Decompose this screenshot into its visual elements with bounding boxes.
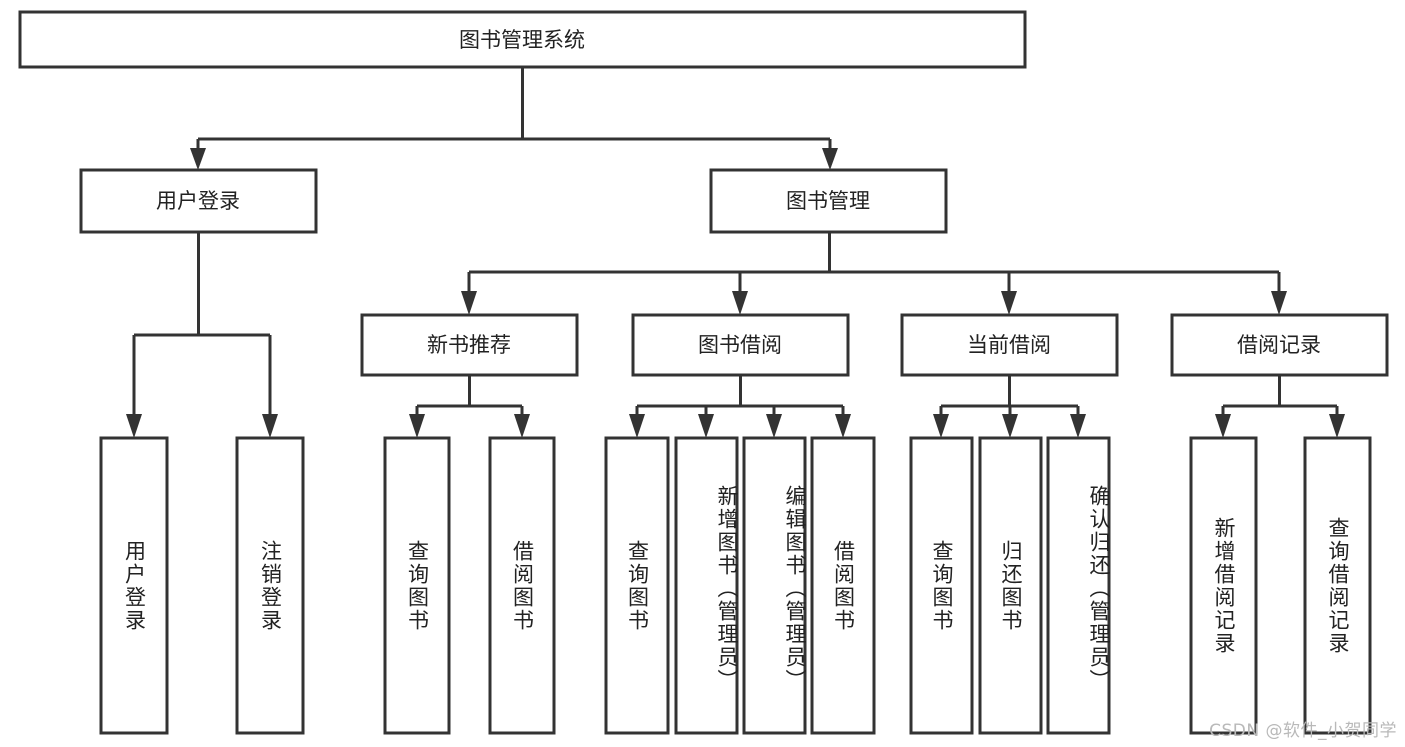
node-leaf-edit-book[interactable] [742, 436, 807, 735]
arrowhead-leaf-query-record [1329, 414, 1345, 438]
arrowhead-user-login [190, 148, 206, 170]
connectors [126, 67, 1345, 438]
node-leaf-query-book-rec[interactable] [383, 436, 451, 735]
node-leaf-logout[interactable] [235, 436, 305, 735]
arrowhead-leaf-add-record [1215, 414, 1231, 438]
node-root-label: 图书管理系统 [459, 28, 585, 52]
arrowhead-book-mgmt [822, 148, 838, 170]
node-book-management-label: 图书管理 [786, 189, 870, 213]
arrowhead-leaf-add-book [698, 414, 714, 438]
arrowhead-leaf-return-book [1002, 414, 1018, 438]
node-current-borrow[interactable] [900, 313, 1119, 377]
arrowhead-book-borrow [732, 291, 748, 315]
node-user-login-label: 用户登录 [156, 189, 240, 213]
node-boxes: 图书管理系统 用户登录 图书管理 新书推荐 图书借阅 当前借阅 借阅记录 [18, 10, 1389, 735]
node-current-borrow-label: 当前借阅 [967, 333, 1051, 357]
arrowhead-leaf-query-book-3 [933, 414, 949, 438]
node-root[interactable] [18, 10, 1027, 69]
node-book-borrow-label: 图书借阅 [698, 333, 782, 357]
node-leaf-borrow-book[interactable] [810, 436, 876, 735]
arrowhead-leaf-logout [262, 414, 278, 438]
arrowhead-current-borrow [1001, 291, 1017, 315]
arrowhead-leaf-user-login [126, 414, 142, 438]
arrowhead-leaf-borrow-book-2 [835, 414, 851, 438]
node-leaf-user-login[interactable] [99, 436, 169, 735]
node-leaf-query-borrow-record[interactable] [1303, 436, 1372, 735]
arrowhead-new-book-rec [461, 291, 477, 315]
node-book-borrow[interactable] [631, 313, 850, 377]
node-leaf-add-book[interactable] [674, 436, 739, 735]
node-leaf-return-book[interactable] [978, 436, 1043, 735]
arrowhead-leaf-query-book-2 [629, 414, 645, 438]
node-leaf-borrow-book-rec[interactable] [488, 436, 556, 735]
node-borrow-record-label: 借阅记录 [1237, 333, 1321, 357]
arrowhead-leaf-query-book-1 [409, 414, 425, 438]
node-leaf-add-borrow-record[interactable] [1189, 436, 1258, 735]
arrowhead-borrow-record [1271, 291, 1287, 315]
csdn-watermark: CSDN @软件_小贺同学 [1209, 721, 1397, 741]
node-borrow-record[interactable] [1170, 313, 1389, 377]
arrowhead-leaf-confirm-return [1070, 414, 1086, 438]
arrowhead-leaf-edit-book [766, 414, 782, 438]
node-leaf-query-book-borrow[interactable] [604, 436, 670, 735]
node-user-login[interactable] [79, 168, 318, 234]
node-leaf-query-book-current[interactable] [909, 436, 974, 735]
node-new-book-recommend-label: 新书推荐 [427, 333, 511, 357]
node-new-book-recommend[interactable] [360, 313, 579, 377]
arrowhead-leaf-borrow-book-1 [514, 414, 530, 438]
node-book-management[interactable] [709, 168, 948, 234]
node-leaf-confirm-return[interactable] [1046, 436, 1111, 735]
